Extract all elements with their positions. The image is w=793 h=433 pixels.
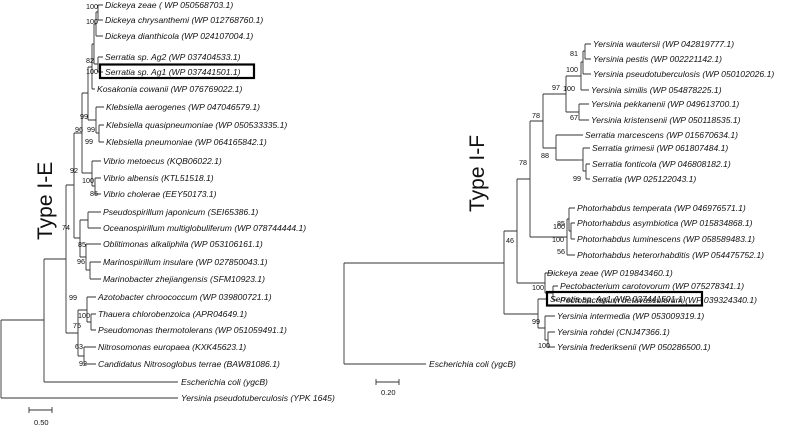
type-if-support-value: 97 [552, 83, 560, 92]
type-if-support-value: 88 [541, 151, 549, 160]
type-if-leaf: Yersinia similis (WP 054878225.1) [591, 85, 722, 95]
type-ie-support-value: 96 [75, 125, 83, 134]
type-if-support-value: 46 [506, 236, 514, 245]
type-if-support-value: 100 [566, 65, 578, 74]
type-ie-leaf: Escherichia coli (ygcB) [181, 377, 268, 387]
type-if-leaf: Yersinia rohdei (CNJ47366.1) [557, 327, 670, 337]
type-if-leaf: Photorhabdus asymbiotica (WP 015834868.1… [577, 218, 753, 228]
type-ie-leaf: Azotobacter chroococcum (WP 039800721.1) [97, 292, 272, 302]
type-if-panel: Type I-F [343, 39, 774, 397]
type-if-scale-bar: 0.20 [375, 379, 400, 397]
type-ie-leaf: Vibrio albensis (KTL51518.1) [103, 173, 214, 183]
type-ie-support-value: 92 [70, 166, 78, 175]
type-if-support-value: 100 [538, 341, 550, 350]
type-ie-support-value: 82 [86, 56, 94, 65]
type-if-leaf: Serratia fonticola (WP 046808182.1) [592, 159, 731, 169]
type-if-leaf: Photorhabdus heterorhabditis (WP 0544757… [577, 250, 764, 260]
type-ie-scale-bar: 0.50 [28, 407, 53, 427]
type-if-leaf: Yersinia kristensenii (WP 050118535.1) [591, 115, 741, 125]
type-ie-leaf: Vibrio cholerae (EEY50173.1) [103, 189, 217, 199]
type-if-support-value: 99 [573, 174, 581, 183]
type-if-leaf: Pectobacterium carotovorum (WP 075278341… [560, 281, 744, 291]
type-ie-leaf: Nitrosomonas europaea (KXK45623.1) [98, 342, 246, 352]
type-if-leaf: Serratia grimesii (WP 061807484.1) [592, 143, 728, 153]
type-ie-support-value: 85 [78, 240, 86, 249]
type-ie-support-value: 92 [79, 359, 87, 368]
type-ie-leaf: Pseudospirillum japonicum (SEI65386.1) [103, 207, 258, 217]
type-if-support-value: 67 [570, 113, 578, 122]
type-if-support-value: 81 [570, 49, 578, 58]
type-ie-leaf: Marinobacter zhejiangensis (SFM10923.1) [103, 274, 265, 284]
type-ie-leaf: Marinospirillum insulare (WP 027850043.1… [103, 257, 268, 267]
type-if-support-values: 81 100 100 97 67 78 88 99 78 85 100 100 … [506, 49, 581, 350]
type-if-leaf: Yersinia pseudotuberculosis (WP 05010202… [593, 69, 774, 79]
type-ie-support-value: 86 [90, 189, 98, 198]
type-if-leaf: Serratia marcescens (WP 015670634.1) [585, 130, 738, 140]
type-ie-leaf: Pseudomonas thermotolerans (WP 051059491… [98, 325, 287, 335]
type-if-leaf-highlighted: Serratia sp. Ag1 (WP 037441501.1) [550, 294, 686, 304]
type-ie-support-values: 100 100 82 100 99 96 99 99 92 100 86 74 … [62, 2, 98, 368]
type-if-leaf: Yersinia pekkanenii (WP 049613700.1) [591, 99, 739, 109]
type-ie-title: Type I-E [34, 162, 57, 240]
type-ie-leaf: Dickeya dianthicola (WP 024107004.1) [105, 31, 253, 41]
type-ie-support-value: 96 [77, 257, 85, 266]
type-if-leaf: Escherichia coli (ygcB) [429, 359, 516, 369]
type-if-title: Type I-F [466, 135, 489, 212]
type-ie-support-value: 99 [69, 293, 77, 302]
type-ie-leaf: Klebsiella quasipneumoniae (WP 050533335… [106, 120, 287, 130]
type-if-leaf: Yersinia pestis (WP 002221142.1) [593, 54, 722, 64]
type-ie-leaf: Candidatus Nitrosoglobus terrae (BAW8108… [98, 359, 280, 369]
type-ie-leaf: Thauera chlorobenzoica (APR04649.1) [98, 309, 247, 319]
type-if-support-value: 85 [557, 219, 565, 228]
type-ie-leaf: Serratia sp. Ag2 (WP 037404533.1) [105, 52, 241, 62]
type-if-leaf: Photorhabdus luminescens (WP 058589483.1… [577, 234, 755, 244]
type-if-support-value: 78 [532, 111, 540, 120]
type-ie-scale-label: 0.50 [34, 418, 49, 427]
type-if-support-value: 100 [553, 222, 565, 231]
type-if-scale-label: 0.20 [381, 388, 396, 397]
type-ie-leaf: Dickeya zeae ( WP 050568703.1) [105, 0, 233, 10]
type-if-leaf: Serratia (WP 025122043.1) [592, 174, 696, 184]
type-ie-panel: Type I-E [0, 0, 335, 427]
type-if-leaf: Dickeya zeae (WP 019843460.1) [547, 268, 673, 278]
type-ie-leaf: Dickeya chrysanthemi (WP 012768760.1) [105, 15, 263, 25]
type-ie-leaf-labels: Dickeya zeae ( WP 050568703.1) Dickeya c… [97, 0, 335, 403]
type-ie-support-value: 99 [87, 125, 95, 134]
type-ie-leaf: Vibrio metoecus (KQB06022.1) [103, 156, 222, 166]
type-if-support-value: 78 [519, 158, 527, 167]
type-ie-leaf: Yersinia pseudotuberculosis (YPK 1645) [181, 393, 335, 403]
type-if-support-value: 100 [532, 283, 544, 292]
type-ie-branches [0, 4, 178, 399]
type-ie-leaf: Oblitimonas alkaliphila (WP 053106161.1) [103, 239, 263, 249]
type-ie-leaf: Oceanospirillum multiglobuliferum (WP 07… [103, 223, 306, 233]
type-ie-support-value: 63 [75, 342, 83, 351]
type-ie-support-value: 100 [78, 311, 90, 320]
type-ie-support-value: 99 [85, 137, 93, 146]
type-ie-highlight-box [98, 63, 256, 80]
type-ie-leaf: Klebsiella aerogenes (WP 047046579.1) [106, 102, 260, 112]
type-if-leaf: Yersinia frederiksenii (WP 050286500.1) [557, 342, 711, 352]
type-ie-support-value: 100 [86, 17, 98, 26]
type-ie-support-value: 100 [82, 176, 94, 185]
type-if-leaf: Yersinia intermedia (WP 053009319.1) [557, 311, 704, 321]
type-if-support-value: 99 [532, 317, 540, 326]
type-ie-support-value: 100 [86, 67, 98, 76]
type-ie-support-value: 74 [62, 223, 70, 232]
type-if-leaf-labels: Yersinia wautersii (WP 042819777.1) Yers… [429, 39, 774, 369]
type-if-leaf: Yersinia wautersii (WP 042819777.1) [593, 39, 734, 49]
type-ie-leaf: Klebsiella pneumoniae (WP 064165842.1) [106, 137, 267, 147]
type-if-support-value: 100 [552, 235, 564, 244]
type-ie-support-value: 99 [80, 112, 88, 121]
type-ie-support-value: 100 [86, 2, 98, 11]
type-if-support-value: 100 [563, 84, 575, 93]
type-if-highlight-box [545, 290, 704, 307]
type-if-leaf: Photorhabdus temperata (WP 046976571.1) [577, 203, 746, 213]
type-if-leaf: Pectobacterium betavasculorum (WP 039324… [560, 295, 757, 305]
type-ie-support-value: 75 [73, 321, 81, 330]
type-ie-leaf: Kosakonia cowanii (WP 076769022.1) [97, 84, 243, 94]
type-if-support-value: 56 [557, 247, 565, 256]
type-ie-leaf-highlighted: Serratia sp. Ag1 (WP 037441501.1) [105, 67, 241, 77]
